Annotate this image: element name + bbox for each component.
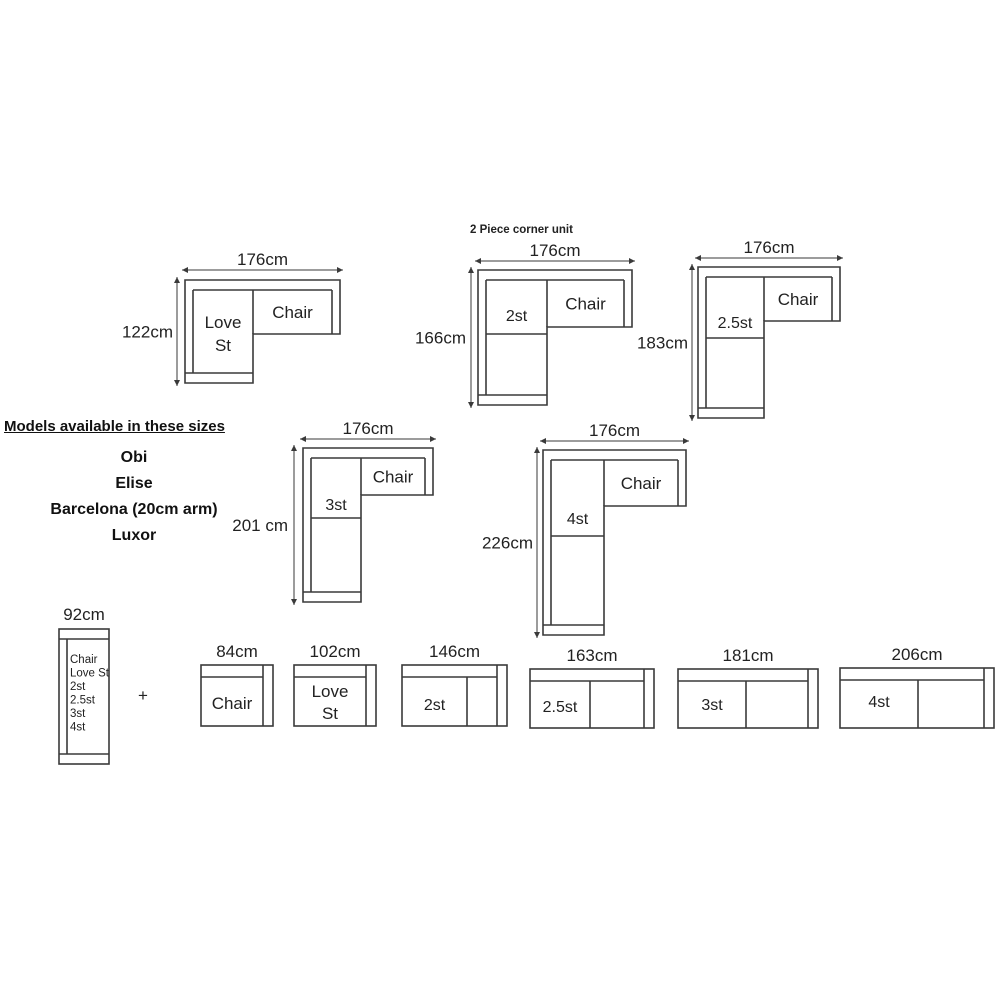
arrow-head xyxy=(629,258,635,264)
models-list: Models available in these sizes Obi Elis… xyxy=(4,418,264,549)
straight-width-label: 102cm xyxy=(309,642,360,661)
straight-unit: 163cm 2.5st xyxy=(529,646,655,729)
depth-label: 166cm xyxy=(415,329,466,348)
plus-sign: + xyxy=(138,686,148,705)
straight-unit-outline xyxy=(200,664,274,727)
arrow-head xyxy=(337,267,343,273)
corner-unit-outline xyxy=(477,269,633,406)
corner-unit-caption: 2 Piece corner unit xyxy=(470,224,573,236)
chaise-option-label: 4st xyxy=(70,722,86,734)
width-label: 176cm xyxy=(237,250,288,269)
straight-seat-label: Chair xyxy=(212,694,253,713)
seat-label: 3st xyxy=(325,497,347,514)
chair-label: Chair xyxy=(272,303,313,322)
straight-seat-label: St xyxy=(322,704,338,723)
straight-seat-label: 3st xyxy=(701,697,723,714)
depth-label: 122cm xyxy=(122,323,173,342)
corner-unit-outline xyxy=(697,266,841,419)
corner-unit: 176cm 183cm Chair 2.5st xyxy=(637,238,843,421)
arrow-head xyxy=(683,438,689,444)
models-heading: Models available in these sizes xyxy=(4,418,225,435)
corner-unit: 176cm 201 cm Chair 3st xyxy=(232,419,436,605)
straight-unit: 146cm 2st xyxy=(401,642,508,727)
model-name: Elise xyxy=(115,475,153,492)
corner-unit: 176cm 226cm Chair 4st xyxy=(482,421,689,638)
arrow-head xyxy=(468,402,474,408)
chaise-option-label: 2st xyxy=(70,681,86,693)
straight-width-label: 206cm xyxy=(891,645,942,664)
chaise-option-label: Love St xyxy=(70,668,110,680)
chaise-option-label: Chair xyxy=(70,654,98,666)
straight-unit-outline xyxy=(293,664,377,727)
chair-label: Chair xyxy=(565,295,606,314)
chair-label: Chair xyxy=(778,290,819,309)
arrow-head xyxy=(300,436,306,442)
seat-label: 4st xyxy=(567,511,589,528)
arrow-head xyxy=(182,267,188,273)
straight-unit: 181cm 3st xyxy=(677,646,819,729)
straight-unit-outline xyxy=(839,667,995,729)
straight-width-label: 181cm xyxy=(722,646,773,665)
corner-unit-outline xyxy=(302,447,434,603)
arrow-head xyxy=(695,255,701,261)
chaise-width-label: 92cm xyxy=(63,605,105,624)
seat-label: Love xyxy=(205,313,242,332)
straight-seat-label: 4st xyxy=(868,694,890,711)
arrow-head xyxy=(430,436,436,442)
corner-unit-outline xyxy=(542,449,687,636)
chair-label: Chair xyxy=(621,474,662,493)
width-label: 176cm xyxy=(342,419,393,438)
depth-label: 183cm xyxy=(637,334,688,353)
model-name: Barcelona (20cm arm) xyxy=(50,501,218,518)
corner-units: 176cm122cmChairLoveSt176cm166cmChair2st1… xyxy=(122,238,843,638)
straight-unit-outline xyxy=(529,668,655,729)
arrow-head xyxy=(468,267,474,273)
width-label: 176cm xyxy=(743,238,794,257)
straight-unit-outline xyxy=(401,664,508,727)
chaise-option-label: 2.5st xyxy=(70,695,96,707)
straight-seat-label: Love xyxy=(312,682,349,701)
arrow-head xyxy=(174,380,180,386)
arrow-head xyxy=(475,258,481,264)
model-name: Luxor xyxy=(111,527,157,544)
arrow-head xyxy=(291,599,297,605)
corner-unit: 176cm 166cm Chair 2st xyxy=(415,241,635,408)
arrow-head xyxy=(291,445,297,451)
arrow-head xyxy=(534,632,540,638)
arrow-head xyxy=(689,415,695,421)
seat-label: 2st xyxy=(506,308,528,325)
arrow-head xyxy=(837,255,843,261)
chair-label: Chair xyxy=(373,468,414,487)
seat-label: St xyxy=(215,336,231,355)
depth-label: 201 cm xyxy=(232,516,288,535)
depth-label: 226cm xyxy=(482,534,533,553)
arrow-head xyxy=(534,447,540,453)
model-name: Obi xyxy=(120,449,148,466)
straight-width-label: 84cm xyxy=(216,642,258,661)
width-label: 176cm xyxy=(529,241,580,260)
arrow-head xyxy=(174,277,180,283)
straight-width-label: 163cm xyxy=(566,646,617,665)
straight-seat-label: 2st xyxy=(424,697,446,714)
straight-seat-label: 2.5st xyxy=(543,699,578,716)
arrow-head xyxy=(540,438,546,444)
straight-unit: 206cm 4st xyxy=(839,645,995,729)
straight-width-label: 146cm xyxy=(429,642,480,661)
width-label: 176cm xyxy=(589,421,640,440)
chaise-option-label: 3st xyxy=(70,708,86,720)
seat-label: 2.5st xyxy=(718,315,753,332)
arrow-head xyxy=(689,264,695,270)
straight-unit-outline xyxy=(677,668,819,729)
